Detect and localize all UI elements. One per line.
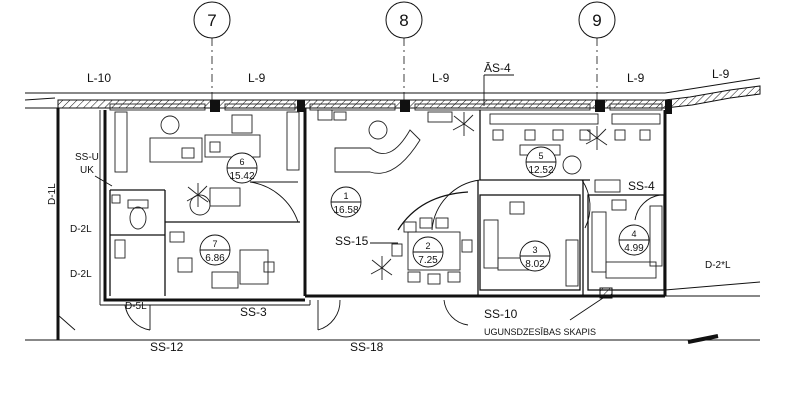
plant-icon [186, 183, 209, 207]
room-tag-4: 4 4.99 [618, 224, 650, 256]
room-4-furniture [591, 199, 663, 279]
room-5-furniture [489, 113, 661, 193]
label-d2l: D-2L [70, 224, 92, 235]
room-tag-3: 3 8.02 [519, 240, 551, 272]
room-tag-1: 1 16.58 [330, 186, 362, 218]
label-l10: L-10 [87, 71, 111, 85]
svg-text:5: 5 [538, 151, 543, 161]
label-d2l: D-2L [70, 269, 92, 280]
svg-text:7.25: 7.25 [418, 255, 438, 266]
label-ss-u: SS-U [75, 152, 99, 163]
plant-icon [585, 126, 608, 150]
svg-text:15.42: 15.42 [229, 171, 254, 182]
grid-axis-lines [211, 38, 598, 100]
svg-text:7: 7 [212, 239, 217, 249]
svg-text:1: 1 [343, 191, 348, 201]
label-ss4: SS-4 [628, 179, 655, 193]
label-l9: L-9 [432, 71, 450, 85]
grid-bubble-8: 8 [385, 1, 423, 39]
north-facade-wall [24, 77, 761, 114]
room-tag-7: 7 6.86 [199, 234, 231, 266]
plant-icon [452, 112, 475, 136]
label-uk: UK [80, 165, 94, 176]
svg-text:16.58: 16.58 [333, 205, 358, 216]
svg-text:3: 3 [532, 245, 537, 255]
svg-text:12.52: 12.52 [528, 165, 553, 176]
svg-text:4: 4 [631, 229, 636, 239]
label-as4: ĀS-4 [484, 61, 511, 75]
svg-text:8.02: 8.02 [525, 259, 545, 270]
room-tag-5: 5 12.52 [525, 146, 557, 178]
label-d2-star-l: D-2*L [705, 260, 731, 271]
room-7-furniture [169, 231, 275, 289]
svg-text:8: 8 [399, 11, 408, 30]
label-ss10: SS-10 [484, 307, 518, 321]
label-l9: L-9 [712, 67, 730, 81]
room-tag-2: 2 7.25 [412, 236, 444, 268]
svg-text:9: 9 [592, 11, 601, 30]
doors [124, 179, 661, 331]
svg-text:4.99: 4.99 [624, 243, 644, 254]
svg-text:2: 2 [425, 241, 430, 251]
interior-partitions [109, 110, 665, 296]
grid-bubble-9: 9 [578, 1, 616, 39]
room-tag-6: 6 15.42 [226, 152, 258, 184]
svg-text:6.86: 6.86 [205, 253, 225, 264]
label-ss15: SS-15 [335, 234, 369, 248]
label-d5l: D-5L [125, 301, 147, 312]
wall-type-labels: L-10 L-9 L-9 ĀS-4 L-9 L-9 SS-U UK D-1L D… [47, 61, 731, 354]
plant-icon [370, 256, 393, 280]
wc-fixtures [111, 194, 149, 259]
grid-bubble-7: 7 [193, 1, 231, 39]
label-fire-cabinet: UGUNSDZESĪBAS SKAPIS [484, 327, 596, 337]
label-ss3: SS-3 [240, 305, 267, 319]
room-6-furniture [114, 111, 300, 216]
svg-text:6: 6 [239, 157, 244, 167]
label-l9: L-9 [248, 71, 266, 85]
room-2-furniture [391, 217, 473, 285]
enclosure-walls [56, 108, 667, 340]
label-d1l: D-1L [47, 183, 58, 205]
corridor-lines [25, 281, 761, 344]
label-l9: L-9 [627, 71, 645, 85]
label-ss12: SS-12 [150, 340, 184, 354]
room-1-furniture [317, 109, 453, 174]
svg-text:7: 7 [207, 11, 216, 30]
label-ss18: SS-18 [350, 340, 384, 354]
plant-icons [186, 112, 608, 280]
